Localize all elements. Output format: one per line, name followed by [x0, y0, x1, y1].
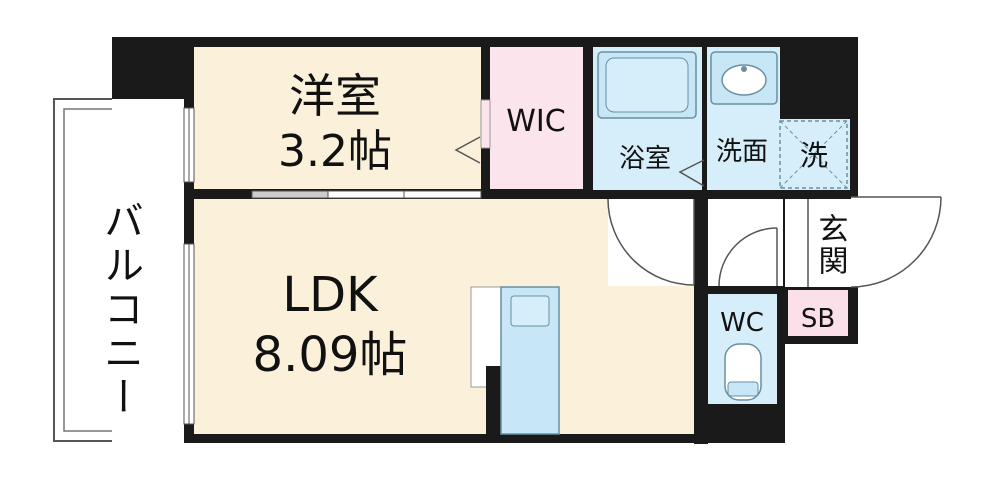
shoe-box-label: SB [801, 304, 835, 334]
western-room-name: 洋室 [289, 69, 381, 123]
toilet-label: WC [720, 308, 764, 338]
washroom-label: 洗面 [716, 137, 768, 167]
doors [454, 136, 942, 288]
balcony-label: バルコニー [97, 200, 143, 420]
wic-floor [490, 47, 583, 189]
western-room-size: 3.2帖 [278, 126, 392, 177]
bathroom-label: 浴室 [619, 144, 671, 174]
entrance-floor [785, 199, 851, 287]
toilet-fixture [724, 343, 762, 401]
laundry-label: 洗 [800, 139, 828, 172]
shoe-box [788, 290, 848, 336]
ldk-size: 8.09帖 [253, 327, 408, 383]
western-room-floor [194, 47, 481, 189]
entrance-label: 玄関 [813, 213, 848, 277]
ldk-name: LDK [282, 267, 379, 323]
wic-label: WIC [506, 104, 565, 139]
